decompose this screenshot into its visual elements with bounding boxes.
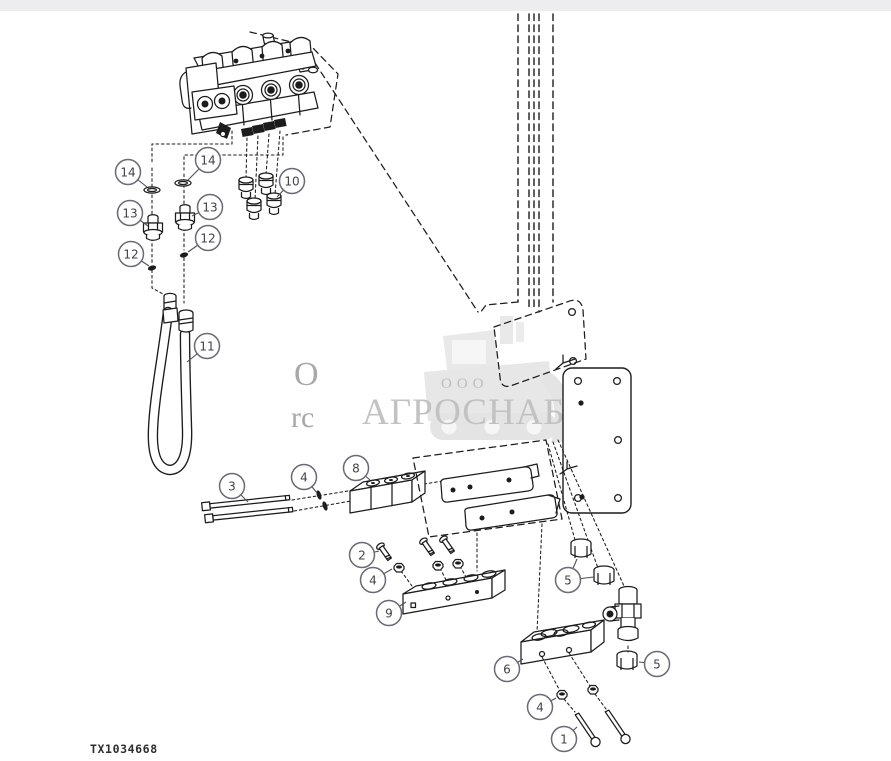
callout-1[interactable]: 1 <box>550 725 578 753</box>
manifold-block-8 <box>349 470 426 514</box>
callout-number: 12 <box>123 248 138 262</box>
callout-4[interactable]: 4 <box>290 463 318 494</box>
callout-number: 2 <box>358 549 366 563</box>
callout-12[interactable]: 12 <box>187 224 222 253</box>
callout-4[interactable]: 4 <box>526 693 557 721</box>
callout-circle <box>550 725 578 753</box>
tee-valve-drawing <box>602 585 642 653</box>
callout-number: 11 <box>199 340 214 354</box>
plug-parts <box>147 252 189 271</box>
callout-number: 12 <box>200 232 215 246</box>
control-valve-assembly-drawing <box>179 31 339 139</box>
callout-number: 4 <box>369 574 377 588</box>
callout-circle <box>194 224 222 252</box>
callout-number: 4 <box>300 471 308 485</box>
watermark-partial-letter: O <box>294 356 319 393</box>
bracket-plates-phantom <box>412 439 563 538</box>
callout-13[interactable]: 13 <box>116 199 149 227</box>
callout-number: 5 <box>653 658 661 672</box>
callout-14[interactable]: 14 <box>187 146 222 181</box>
callout-circle <box>278 167 306 195</box>
callout-circle <box>196 193 224 221</box>
callout-circle <box>375 599 403 627</box>
callout-9[interactable]: 9 <box>375 599 407 627</box>
callout-10[interactable]: 10 <box>276 167 306 198</box>
watermark-partial-letters: rc <box>291 401 315 434</box>
callout-circle <box>114 158 142 186</box>
callout-number: 5 <box>564 574 572 588</box>
callout-circle <box>116 199 144 227</box>
callout-number: 14 <box>200 154 215 168</box>
watermark-company-name: АГРОСНАБ <box>362 392 566 433</box>
callout-circle <box>218 472 246 500</box>
manifold-block-6 <box>520 619 605 665</box>
callout-number: 13 <box>202 201 217 215</box>
callout-circle <box>554 566 582 594</box>
callout-circle <box>359 566 387 594</box>
drawing-number: TX1034668 <box>90 742 158 756</box>
watermark-company-prefix: ООО <box>441 376 489 392</box>
callout-number: 9 <box>385 607 393 621</box>
callout-circle <box>493 655 521 683</box>
callout-number: 4 <box>536 701 544 715</box>
callout-number: 8 <box>352 462 360 476</box>
callout-number: 14 <box>120 166 135 180</box>
callout-4[interactable]: 4 <box>359 566 393 594</box>
fastener-parts-bottom <box>541 652 631 748</box>
callout-14[interactable]: 14 <box>114 158 148 188</box>
callout-circle <box>290 463 318 491</box>
callout-number: 6 <box>503 663 511 677</box>
callout-8[interactable]: 8 <box>342 454 371 482</box>
callout-circle <box>526 693 554 721</box>
callout-3[interactable]: 3 <box>218 472 249 503</box>
callout-13[interactable]: 13 <box>191 193 224 221</box>
callout-12[interactable]: 12 <box>117 240 150 268</box>
callout-2[interactable]: 2 <box>348 541 380 569</box>
manifold-block-9 <box>402 569 506 615</box>
callout-number: 10 <box>284 175 299 189</box>
callout-11[interactable]: 11 <box>186 332 221 363</box>
callout-circle <box>194 146 222 174</box>
callout-circle <box>117 240 145 268</box>
callout-6[interactable]: 6 <box>493 655 524 683</box>
callout-circle <box>348 541 376 569</box>
hose-drawing <box>147 292 194 476</box>
callout-number: 1 <box>560 733 568 747</box>
callout-circle <box>643 650 671 678</box>
callout-5[interactable]: 5 <box>638 650 671 678</box>
callout-circle <box>193 332 221 360</box>
callout-circle <box>342 454 370 482</box>
callout-number: 13 <box>122 207 137 221</box>
callout-number: 3 <box>228 480 236 494</box>
tie-rod-parts <box>200 490 328 524</box>
callout-5[interactable]: 5 <box>554 558 595 594</box>
page-top-band <box>0 0 891 11</box>
